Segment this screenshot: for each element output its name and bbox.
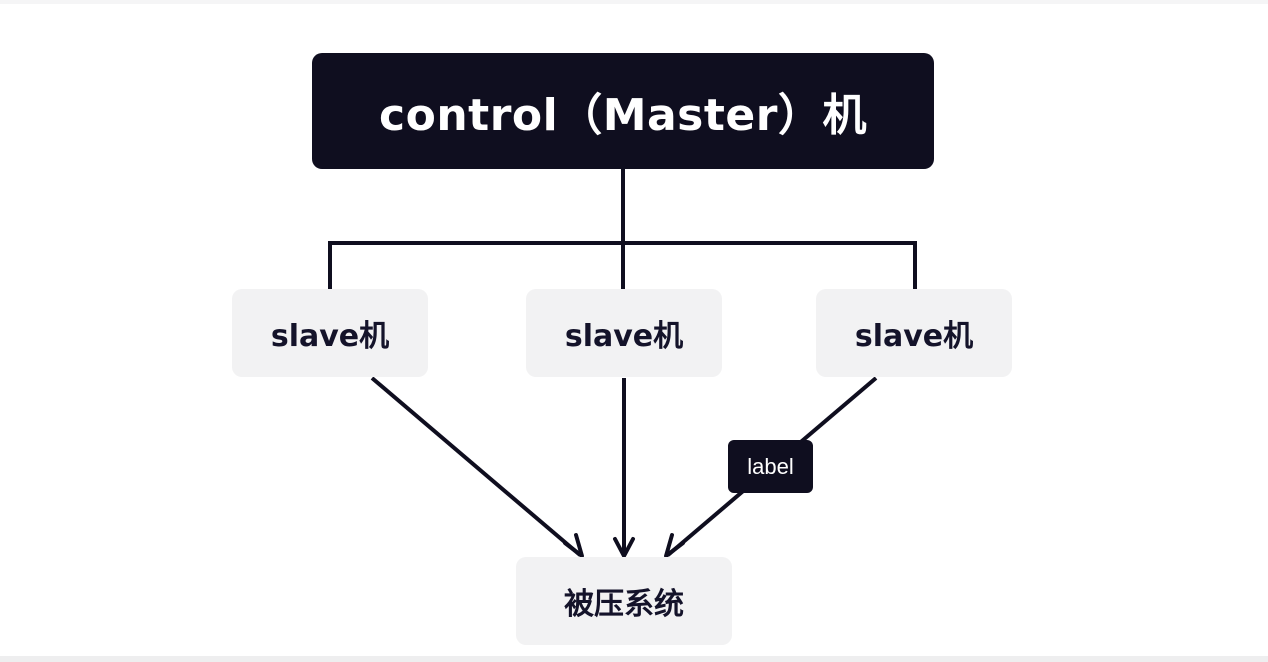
arrowhead-1 [563, 533, 584, 558]
tree-crossbar-connector [328, 241, 917, 289]
arrowhead-3 [664, 533, 685, 558]
slave1-to-target-connector [370, 376, 582, 557]
slave-node-label: slave机 [270, 319, 390, 354]
arrowhead-2 [613, 537, 635, 558]
edge-label: label [728, 440, 813, 493]
top-edge [0, 0, 1268, 4]
target-node: 被压系统 [516, 557, 732, 645]
master-node: control（Master）机 [312, 53, 934, 169]
target-node-label: 被压系统 [564, 587, 684, 622]
slave-node-1: slave机 [232, 289, 428, 377]
master-node-label: control（Master）机 [379, 90, 867, 141]
slave-node-2: slave机 [526, 289, 722, 377]
slave-node-label: slave机 [564, 319, 684, 354]
bottom-edge [0, 656, 1268, 662]
edge-label-text: label [747, 453, 794, 479]
slave-node-3: slave机 [816, 289, 1012, 377]
slave-node-label: slave机 [854, 319, 974, 354]
